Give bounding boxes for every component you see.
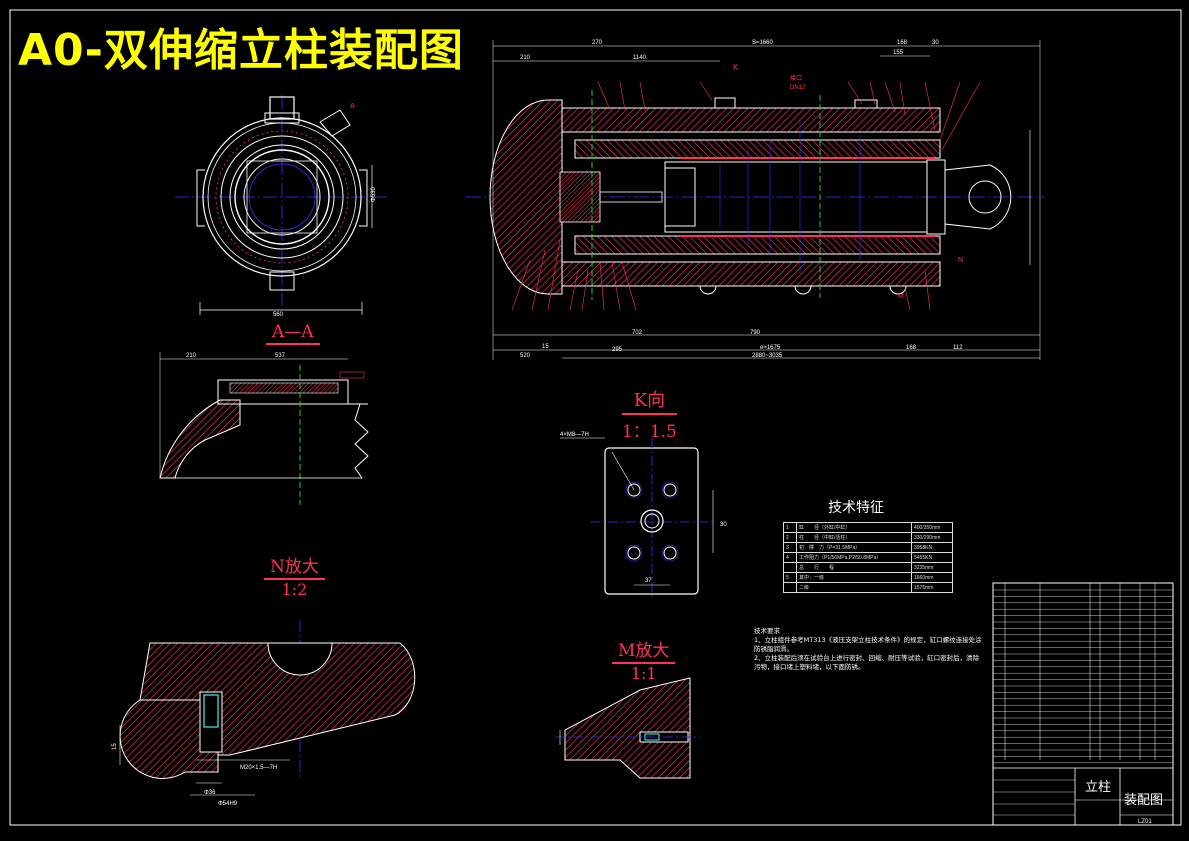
m-detail-view	[555, 677, 700, 779]
sheet-border	[9, 9, 1182, 826]
dim-bot-168: 168	[906, 345, 917, 351]
dim-bot-520: 520	[520, 353, 531, 359]
n-dim-54: Φ54H9	[218, 801, 238, 807]
section-aa-label: A—A	[266, 322, 320, 345]
title-block	[992, 582, 1174, 826]
tb-drawing-number: LZ01	[1138, 819, 1152, 825]
dim-top-30: 30	[932, 40, 939, 46]
aa-dim-height: Φ530	[371, 187, 377, 202]
k-view	[560, 437, 715, 600]
drawing-title: A0-双伸缩立柱装配图	[18, 25, 464, 76]
dim-top-1140: 1140	[633, 55, 647, 61]
k-dim-thread: 4×M8—7H	[560, 432, 589, 438]
n-dim-36: Φ36	[204, 790, 216, 796]
spec-cell: 4	[783, 552, 797, 563]
spec-cell: 柱 径（中缸/活柱）	[796, 532, 912, 543]
spec-cell: 2	[783, 532, 797, 543]
spec-cell: 二级	[796, 582, 912, 593]
spec-table-title: 技术特征	[828, 500, 884, 516]
dim-bot-295: 295	[612, 347, 623, 353]
callout-k: K	[733, 63, 739, 72]
spec-cell: 工作阻力（P1/56MPa,P2/50.8MPa）	[796, 552, 912, 563]
tb-doc-type: 装配图	[1124, 793, 1163, 808]
dim-bot-702: 702	[632, 330, 643, 336]
callout-n: N	[958, 257, 963, 264]
technical-notes: 技术要求 1、立柱组件参考MT313《液压支架立柱技术条件》的规定，缸口螺纹连接…	[754, 627, 982, 672]
callout-port: 接口	[790, 74, 802, 82]
n-detail-label: N放大 1:2	[264, 552, 325, 599]
dim-bot-e: e=1675	[760, 345, 781, 351]
dim-bot-range: 2880~3035	[752, 353, 783, 359]
main-section-view	[465, 40, 1045, 360]
aa-dim-width: 560	[273, 312, 284, 318]
spec-cell: 总 行 程	[796, 562, 912, 573]
dim-bot-15: 15	[542, 344, 549, 350]
callout-m: M	[898, 293, 904, 300]
spec-cell: 初 撑 力（P=31.5MPa）	[796, 542, 912, 553]
n-dim-15: 15	[112, 743, 118, 750]
dim-top-210: 210	[520, 55, 531, 61]
callout-dn: DN12	[790, 85, 806, 91]
k-dim-30: 30	[720, 522, 727, 528]
spec-cell: 3	[783, 542, 797, 553]
section-aa-view	[175, 95, 390, 315]
nd-dim-537: 537	[275, 353, 286, 359]
spec-cell: 1	[783, 522, 797, 533]
tb-part-name: 立柱	[1085, 780, 1111, 795]
dim-bot-790: 790	[750, 330, 761, 336]
n-detail-view	[119, 620, 416, 796]
nd-dim-210: 210	[186, 353, 197, 359]
n-dim-thread: M20×1.5—7H	[240, 765, 277, 771]
spec-cell: 3235mm	[911, 562, 953, 573]
detail-upper-left	[159, 352, 369, 505]
spec-cell: 5455KN	[911, 552, 953, 563]
spec-cell: 330/290mm	[911, 532, 953, 543]
spec-cell: 400/350mm	[911, 522, 953, 533]
notes-heading: 技术要求	[754, 627, 780, 635]
m-detail-label: M放大 1:1	[612, 636, 676, 683]
dim-top-270: 270	[592, 40, 603, 46]
spec-cell: 1660mm	[911, 572, 953, 583]
dim-top-stroke: S=1660	[752, 40, 774, 46]
spec-cell: 缸 径（外缸/中缸）	[796, 522, 912, 533]
dim-top-155: 155	[893, 50, 904, 56]
dim-bot-112: 112	[953, 345, 963, 351]
notes-item-1: 1、立柱组件参考MT313《液压支架立柱技术条件》的规定，缸口螺纹连接处涂防锈脂…	[754, 636, 982, 653]
spec-cell: 1575mm	[911, 582, 953, 593]
dim-top-168: 168	[897, 40, 908, 46]
notes-item-2: 2、立柱装配后须在试验台上进行密封、回缩、耐压等试验，缸口密封后，清除污物，接口…	[754, 654, 980, 671]
spec-cell: 3958KN	[911, 542, 953, 553]
k-view-label: K向 1：1.5	[622, 386, 677, 442]
spec-cell	[783, 582, 797, 593]
spec-cell: 5	[783, 572, 797, 583]
callout-a-aa: A	[350, 103, 355, 110]
spec-cell	[783, 562, 797, 573]
spec-cell: 其中：一级	[796, 572, 912, 583]
k-dim-37: 37	[645, 578, 652, 584]
